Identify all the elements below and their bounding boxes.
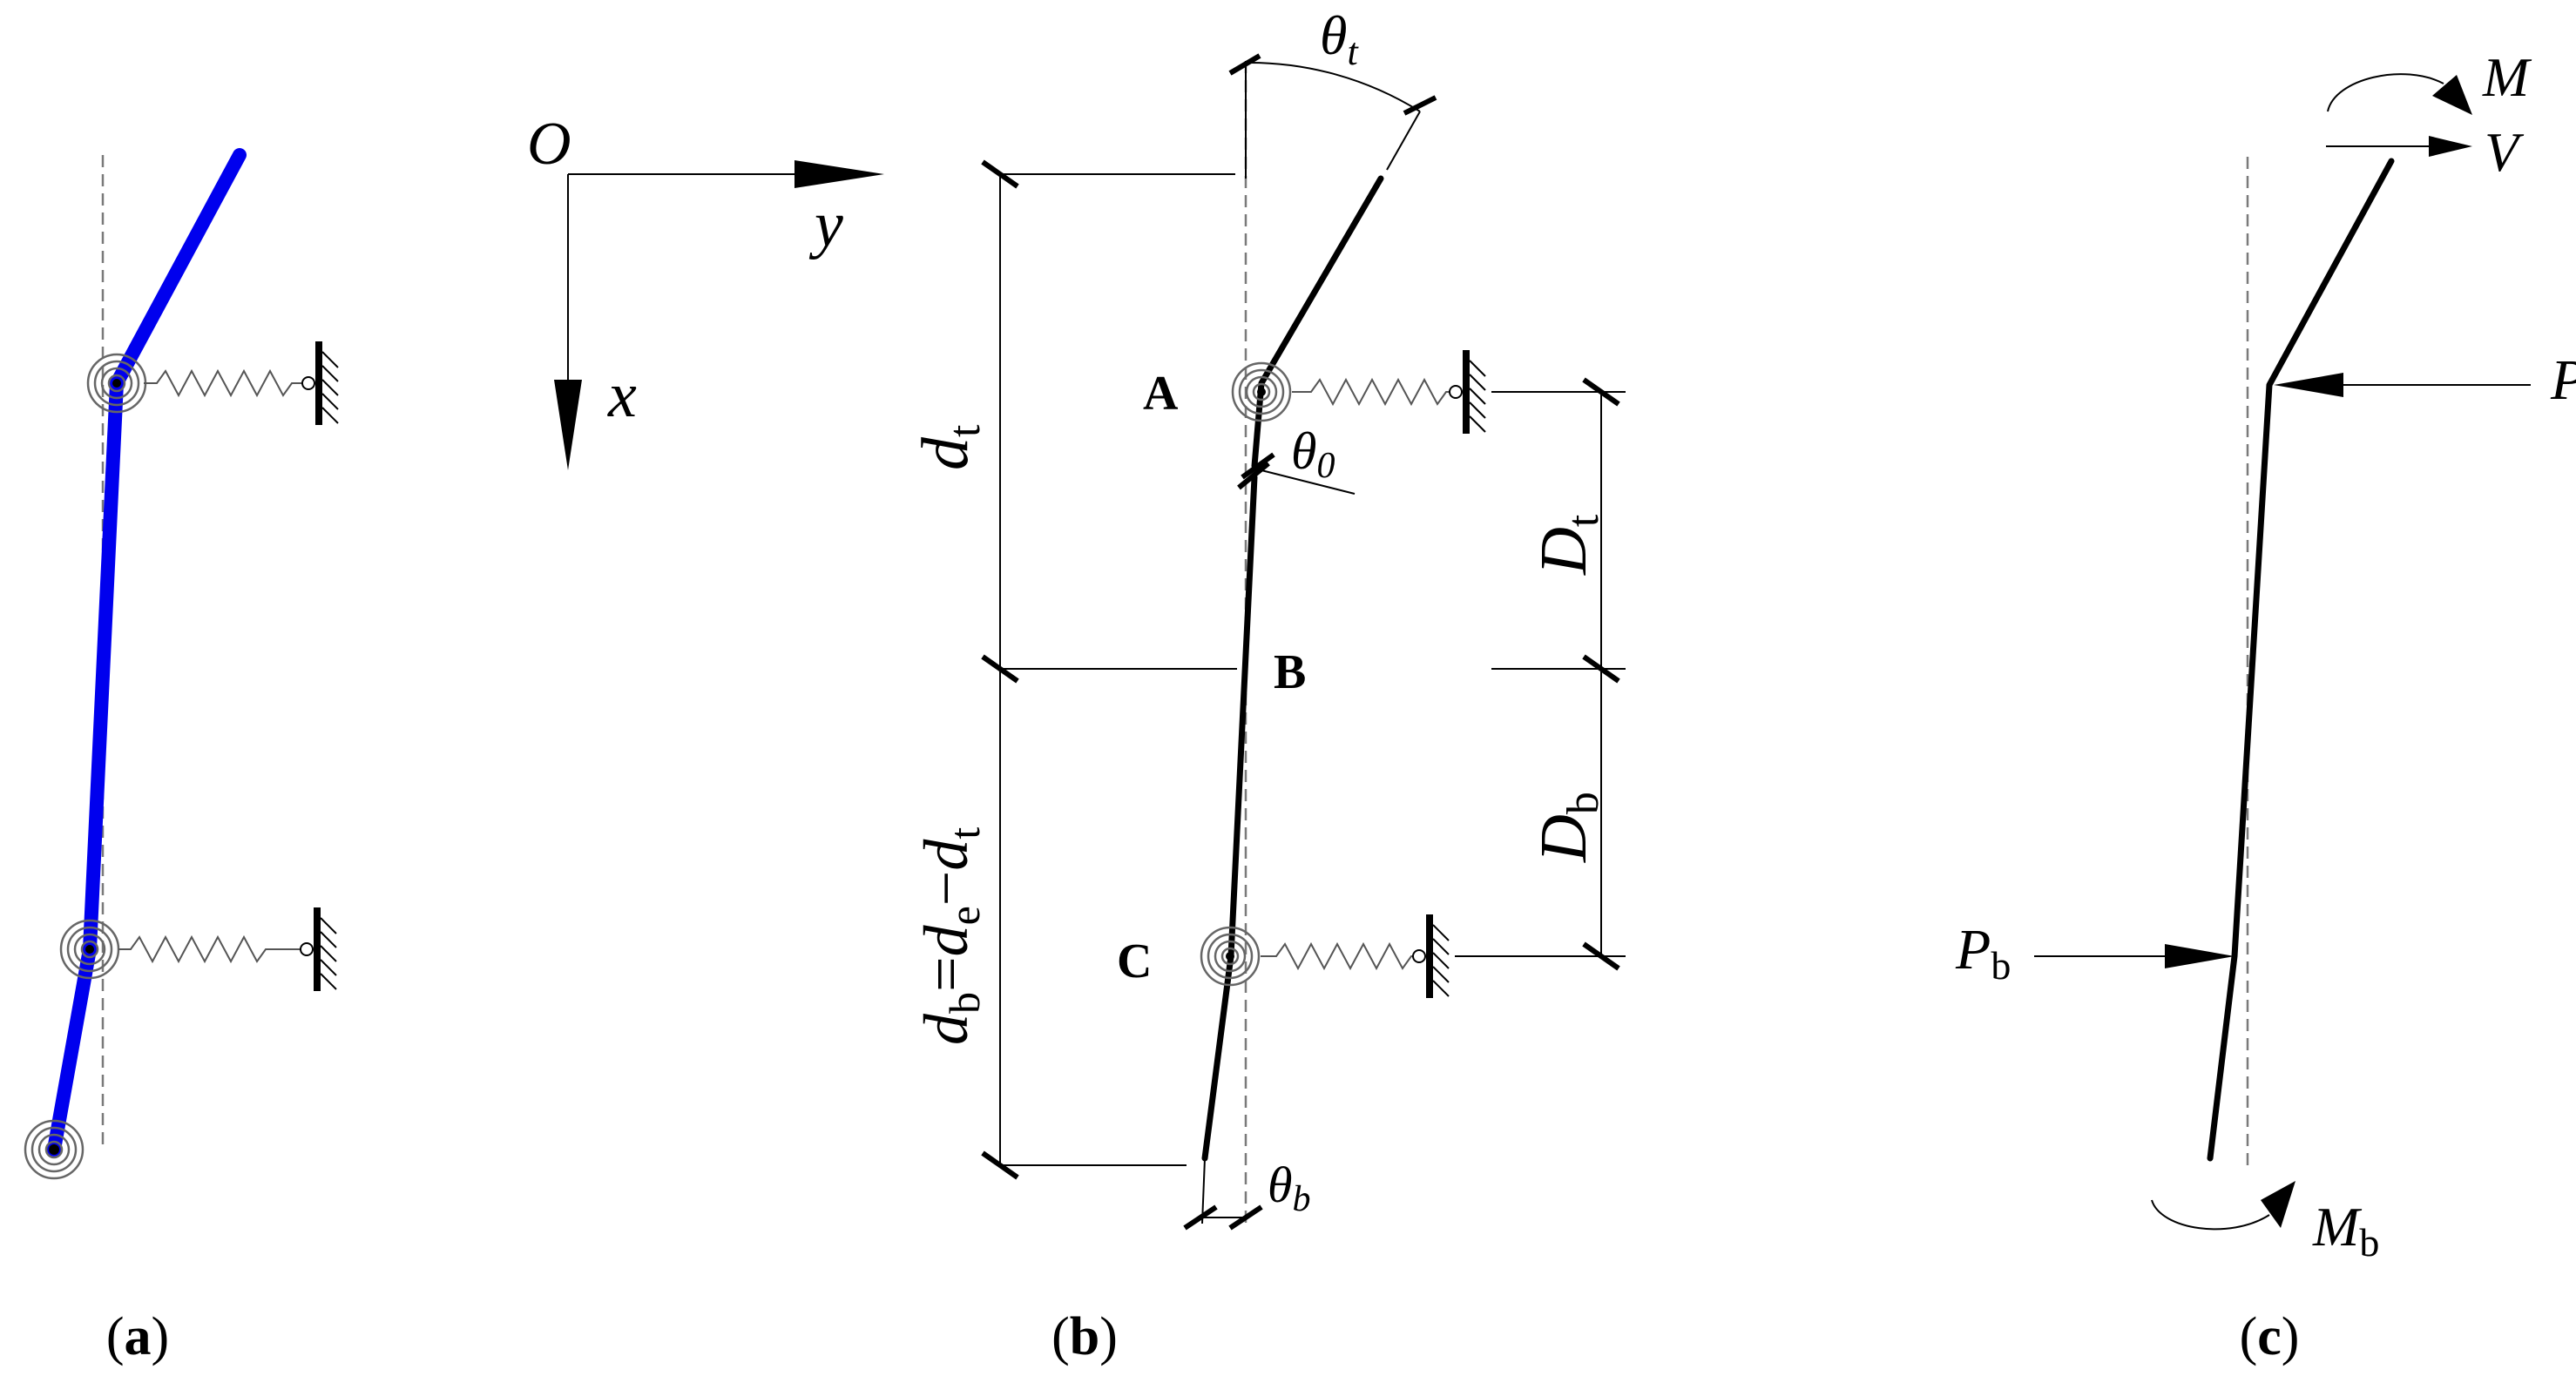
pile-upper-segment-b [1251,175,1384,469]
moment-Mb-arrowhead [2261,1181,2295,1228]
dim-Dt-label: Dt [1527,514,1608,576]
theta-0-tick-2 [1241,452,1275,480]
rotational-spring-b-C [1200,926,1261,987]
spring-hinge-a-top [301,376,315,390]
panel-b: θt θ0 θb A B C [909,4,1626,1366]
dim-dt-label: dt [909,424,990,470]
theta-0-label: θ0 [1291,422,1335,486]
y-axis-label: y [808,189,843,260]
x-axis-label: x [607,360,637,431]
theta-t-arc [1245,61,1421,112]
shear-V-label: V [2485,121,2525,183]
moment-Mb-label: Mb [2312,1196,2379,1265]
deformed-pile-a [47,148,247,1157]
theta-0-tick-1 [1237,461,1270,490]
rotational-spring-a-base [24,1119,85,1180]
moment-M-arc [2327,73,2444,112]
dim-left-tick-top [981,159,1019,189]
theta-0-extension [1261,469,1356,495]
spring-hinge-a-bottom [300,942,314,956]
point-A-label: A [1143,367,1179,421]
spring-hinge-b-C [1412,949,1426,963]
rotational-spring-b-A [1231,361,1292,422]
theta-b-label: θb [1268,1157,1311,1219]
moment-M-label: M [2482,46,2532,108]
shear-V-arrowhead [2429,136,2472,157]
panel-c: M V Pt Pb Mb (c) [1955,46,2576,1366]
dim-db-label: db=de−dt [911,827,989,1045]
fixed-support-a-bottom [317,907,336,991]
theta-t-extension [1386,111,1421,171]
lateral-spring-a-bottom [118,934,301,964]
pile-lower-segment-b [1201,474,1258,1162]
spring-hinge-b-A [1449,385,1463,399]
fixed-support-b-C [1430,914,1449,998]
panel-label-a: (a) [106,1307,169,1366]
force-Pb-arrowhead [2165,944,2235,968]
dim-left-tick-bottom [981,1150,1019,1180]
point-C-label: C [1117,934,1152,988]
y-axis-arrowhead [794,160,884,188]
theta-t-tick-left [1228,53,1261,76]
theta-b-tick-left [1183,1204,1218,1231]
force-Pt-label: Pt [2550,348,2576,418]
dim-right-tick-B [1582,654,1620,684]
rotational-spring-a-top [86,353,147,414]
panel-label-b: (b) [1051,1307,1118,1366]
pile-c [2207,158,2395,1162]
moment-Mb-arc [2151,1199,2270,1231]
force-Pt-arrowhead [2274,373,2343,397]
lateral-spring-b-A [1292,377,1450,407]
force-Pb-label: Pb [1955,918,2011,988]
fixed-support-a-top [319,341,338,425]
theta-t-tick-right [1403,95,1437,116]
dim-right-tick-A [1582,377,1620,407]
lateral-spring-a-top [144,368,303,398]
origin-label: O [527,111,571,178]
theta-t-label: θt [1320,4,1359,73]
theta-b-extension [1201,1157,1206,1224]
moment-M-arrowhead [2432,75,2472,115]
lateral-spring-b-C [1261,941,1413,971]
panel-a: (a) [24,148,338,1366]
rotational-spring-a-bottom [59,919,120,980]
panel-label-c: (c) [2240,1307,2300,1366]
fixed-support-b-A [1466,350,1485,434]
x-axis-arrowhead [554,380,582,470]
point-B-label: B [1274,645,1306,699]
theta-b-tick-right [1228,1204,1263,1231]
dim-left-tick-mid [981,654,1019,684]
dim-Db-label: Db [1527,792,1608,863]
dim-right-tick-C [1582,941,1620,971]
coordinate-axes: O y x [527,111,884,470]
